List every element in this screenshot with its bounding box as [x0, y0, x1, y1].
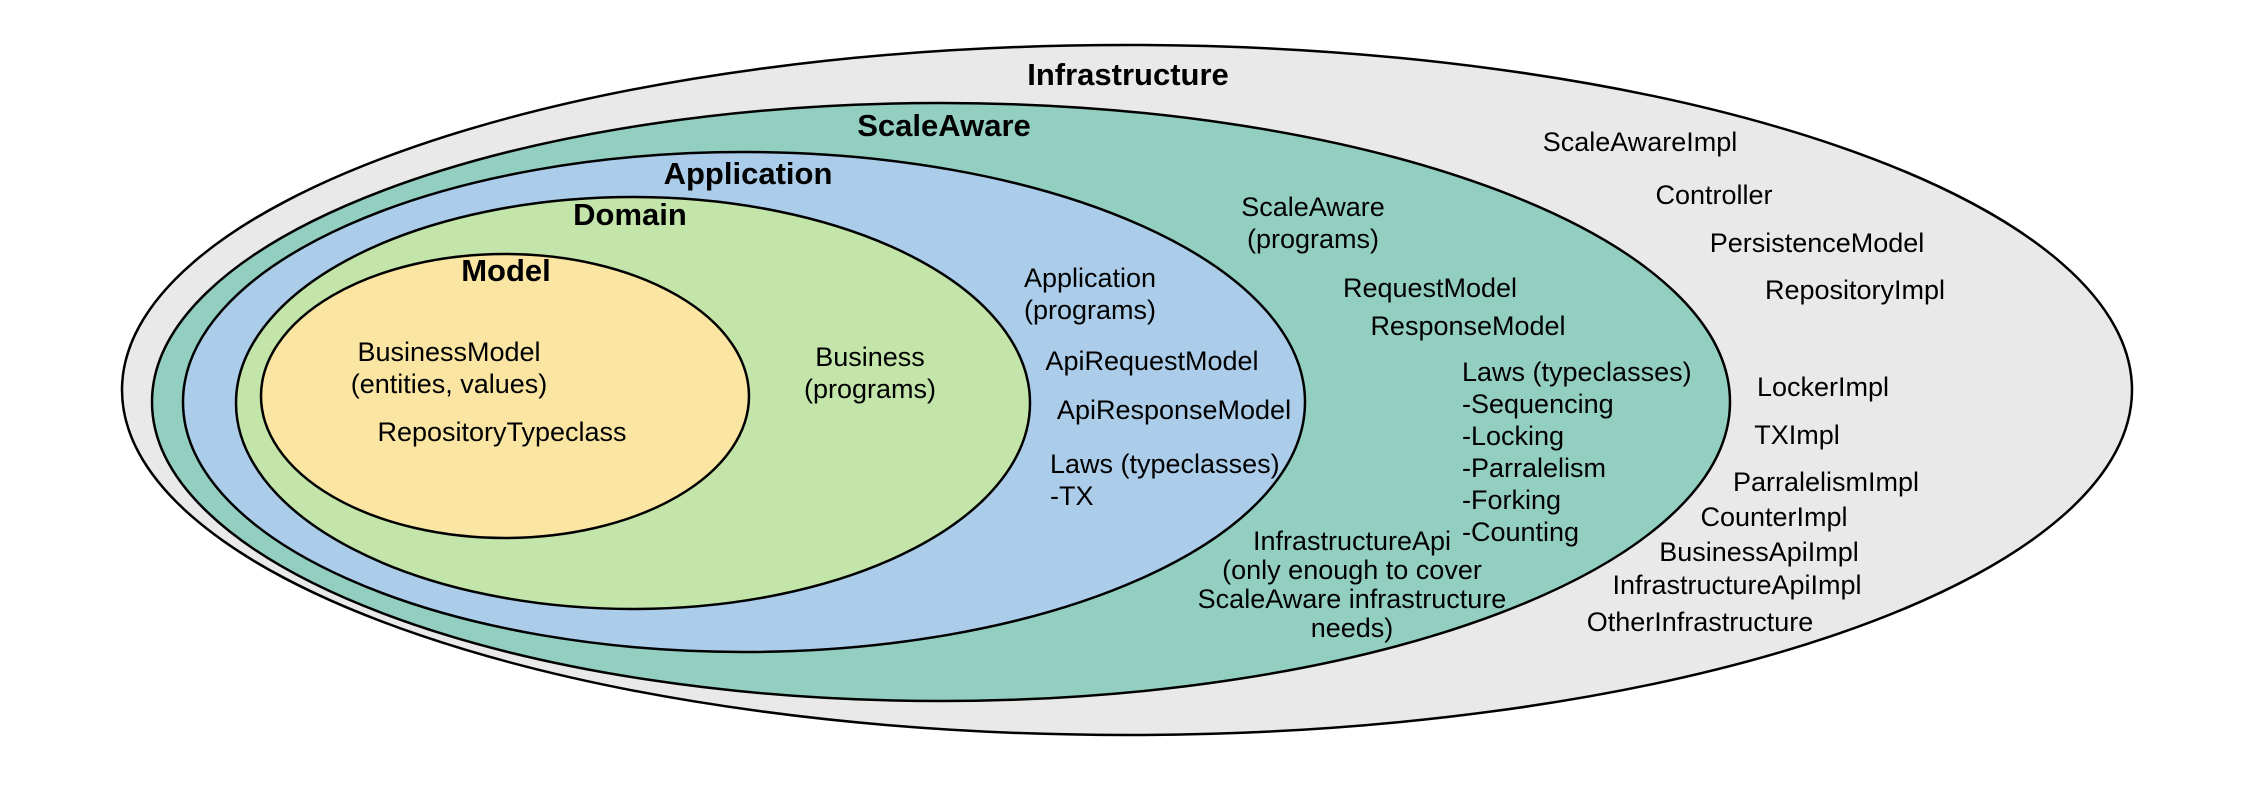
item-apirequestmodel: ApiRequestModel [1045, 346, 1259, 376]
item-controller: Controller [1655, 180, 1773, 210]
domain-ring-title: Domain [573, 197, 687, 232]
item-infrastructureapi: InfrastructureApi (only enough to cover … [1197, 526, 1507, 643]
item-tximpl: TXImpl [1754, 420, 1840, 450]
item-application-programs: Application (programs) [1023, 263, 1157, 325]
item-requestmodel: RequestModel [1342, 273, 1518, 303]
scaleaware-ring-title: ScaleAware [857, 108, 1031, 143]
item-scaleaware-laws: Laws (typeclasses) -Sequencing -Locking … [1462, 357, 1692, 547]
item-business-programs: Business (programs) [803, 342, 937, 404]
model-ring-title: Model [461, 253, 551, 288]
item-parralelismimpl: ParralelismImpl [1732, 467, 1920, 497]
item-repositorytypeclass: RepositoryTypeclass [377, 417, 627, 447]
item-apiresponsemodel: ApiResponseModel [1056, 395, 1292, 425]
infrastructure-ring-title: Infrastructure [1027, 57, 1229, 92]
item-otherinfrastructure: OtherInfrastructure [1586, 607, 1814, 637]
item-scaleawareimpl: ScaleAwareImpl [1542, 127, 1738, 157]
item-scaleaware-programs: ScaleAware (programs) [1241, 192, 1385, 254]
item-application-laws: Laws (typeclasses) -TX [1050, 449, 1280, 511]
item-counterimpl: CounterImpl [1700, 502, 1848, 532]
item-responsemodel: ResponseModel [1370, 311, 1566, 341]
item-businessmodel: BusinessModel (entities, values) [350, 337, 548, 399]
model-ring [259, 252, 751, 540]
item-infrastructureapiimpl: InfrastructureApiImpl [1612, 570, 1862, 600]
item-persistencemodel: PersistenceModel [1709, 228, 1925, 258]
application-ring-title: Application [663, 156, 833, 191]
item-repositoryimpl: RepositoryImpl [1764, 275, 1946, 305]
item-businessapiimpl: BusinessApiImpl [1659, 537, 1859, 567]
item-lockerimpl: LockerImpl [1756, 372, 1890, 402]
